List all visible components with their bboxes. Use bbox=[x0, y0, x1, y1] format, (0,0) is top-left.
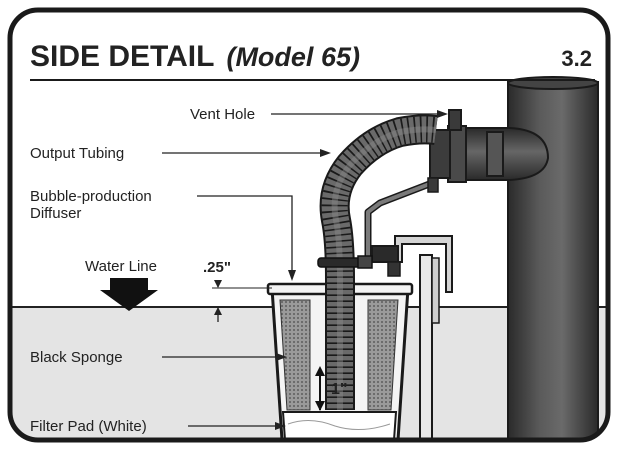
filter-pad bbox=[281, 411, 398, 440]
label-output-tubing: Output Tubing bbox=[30, 145, 124, 162]
diagram-border bbox=[7, 7, 611, 443]
vent-hole-stub bbox=[448, 109, 462, 131]
diffuser-collar bbox=[317, 257, 365, 268]
black-sponge-left bbox=[279, 299, 311, 411]
support-arm bbox=[364, 177, 439, 262]
hang-bracket bbox=[371, 235, 453, 440]
dimension-one-inch: 1" bbox=[331, 381, 347, 398]
elbow-fitting bbox=[429, 125, 550, 183]
label-black-sponge: Black Sponge bbox=[30, 349, 123, 366]
output-tubing bbox=[319, 114, 438, 410]
dimension-quarter-inch: .25" bbox=[203, 259, 231, 276]
callouts: Vent Hole Output Tubing Bubble-productio… bbox=[30, 106, 448, 435]
page-title: SIDE DETAIL bbox=[30, 40, 214, 73]
label-water-line: Water Line bbox=[85, 258, 157, 275]
black-sponge-right bbox=[367, 299, 399, 411]
label-vent-hole: Vent Hole bbox=[190, 106, 255, 123]
label-diffuser-line1: Bubble-production bbox=[30, 188, 152, 205]
label-filter-pad: Filter Pad (White) bbox=[30, 418, 147, 435]
drain-pipe bbox=[507, 76, 599, 440]
page-subtitle: (Model 65) bbox=[226, 42, 360, 72]
label-diffuser-line2: Diffuser bbox=[30, 205, 81, 222]
water-line-arrow-icon bbox=[100, 278, 158, 311]
section-number: 3.2 bbox=[561, 46, 592, 71]
header: SIDE DETAIL (Model 65) 3.2 bbox=[30, 40, 595, 81]
